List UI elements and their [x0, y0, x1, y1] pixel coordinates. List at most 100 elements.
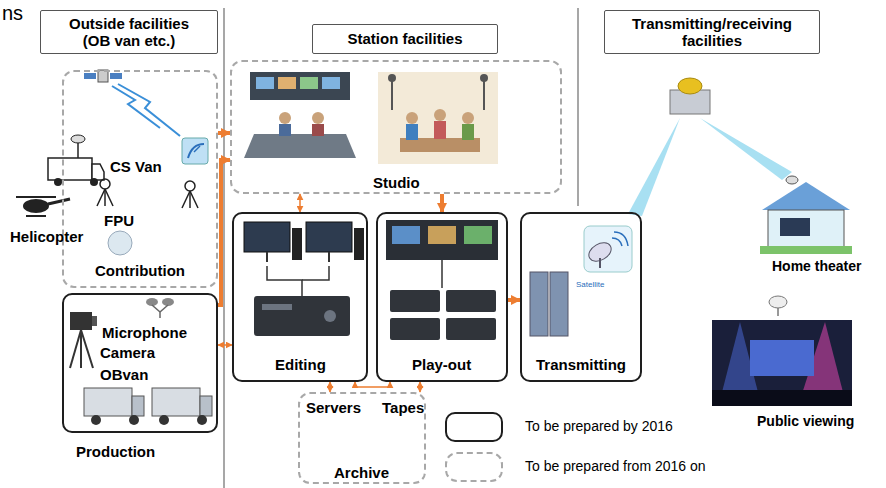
playout-equipment [446, 318, 496, 340]
flow-arrow [218, 131, 230, 135]
cs-van-icon [54, 178, 62, 186]
helicopter-icon [23, 199, 49, 213]
fpu-tripod [182, 191, 190, 208]
playout-equipment [386, 220, 498, 260]
ob-van-icon [129, 415, 139, 425]
uplink-icon [182, 138, 208, 164]
fpu-tripod [104, 189, 106, 206]
control-room-picture [244, 134, 356, 158]
camera-icon [70, 312, 92, 330]
ob-van-icon [91, 415, 101, 425]
editing-workstations [244, 222, 364, 336]
studio-set-picture [434, 121, 446, 139]
control-room-picture [250, 72, 350, 100]
playout-equipment [464, 226, 492, 244]
camera-icon [70, 312, 97, 368]
uplink-icon [188, 144, 204, 158]
section-heading: Outside facilities (OB van etc.) [54, 15, 204, 50]
editing-workstations [302, 266, 329, 280]
ob-van-icon [197, 415, 207, 425]
editing-workstations [306, 222, 352, 252]
section-header: Station facilities [312, 24, 498, 54]
facility-box: Editing [232, 212, 368, 382]
satellite-icon [110, 73, 122, 79]
node-label: Satellite [576, 280, 604, 289]
public-viewing-picture [777, 308, 779, 316]
radome-icon [108, 231, 132, 255]
uplink-icon [182, 138, 208, 164]
radio-link [112, 86, 160, 128]
helicopter-icon [48, 199, 70, 204]
cs-van-icon [77, 142, 79, 158]
flow-arrow [218, 344, 232, 346]
divider-lines [577, 8, 579, 206]
node-label: Studio [373, 174, 420, 191]
camera-icon [81, 330, 93, 368]
broadcast-satellite [678, 78, 702, 94]
cs-van-icon [48, 135, 104, 186]
studio-set-picture [400, 138, 480, 152]
fpu-tripod [189, 191, 191, 208]
studio-set-picture [462, 124, 474, 140]
editing-workstations [262, 304, 292, 310]
node-label: Production [76, 443, 155, 460]
studio-set-picture [406, 124, 418, 140]
text-label: ns [2, 2, 23, 25]
playout-equipment [441, 260, 443, 288]
microphone-icon [160, 305, 168, 312]
editing-workstations [244, 222, 290, 252]
divider-lines [223, 8, 225, 488]
broadcast-beams [628, 118, 680, 216]
text-label: Public viewing [757, 413, 854, 429]
camera-icon [92, 316, 97, 326]
editing-workstations [254, 296, 350, 336]
section-heading: Station facilities [347, 30, 462, 47]
home-theater-picture [760, 176, 852, 254]
playout-equipment [446, 290, 496, 312]
node-label: Tapes [382, 399, 424, 416]
fpu-tripod [100, 179, 110, 189]
microphone-icon [146, 298, 174, 318]
camera-icon [80, 330, 82, 368]
ob-van-icon [200, 396, 212, 416]
radio-link [118, 84, 180, 136]
studio-set-picture [378, 72, 498, 164]
editing-workstations [292, 228, 302, 260]
legend-swatch [445, 452, 503, 482]
studio-set-picture [480, 74, 488, 82]
control-room-picture [279, 112, 291, 124]
fpu-tripod [185, 181, 195, 191]
node-label: Editing [275, 356, 326, 373]
node-label: Contribution [95, 262, 185, 279]
control-room-picture [312, 124, 324, 136]
cs-van-icon [48, 158, 92, 180]
transmitter-equipment [530, 226, 632, 336]
playout-equipment [390, 318, 440, 340]
transmitter-equipment [599, 258, 601, 268]
editing-workstations [267, 266, 302, 296]
legend-swatch [445, 412, 503, 442]
flow-arrow [508, 298, 520, 302]
broadcast-beams [700, 118, 792, 180]
transmitter-equipment [550, 272, 568, 336]
cs-van-icon [71, 135, 85, 143]
ob-van-icon [152, 388, 200, 416]
studio-set-picture [406, 112, 418, 124]
playout-equipment [390, 290, 440, 312]
public-viewing-picture [712, 390, 852, 406]
editing-workstations [354, 228, 364, 260]
helicopter-icon [26, 215, 46, 217]
legend-text: To be prepared by 2016 [525, 418, 673, 434]
node-label: Archive [334, 464, 389, 481]
transmitter-equipment [614, 232, 628, 246]
home-theater-picture [762, 182, 850, 210]
home-theater-picture [780, 218, 810, 236]
public-viewing-picture [769, 296, 787, 308]
transmitter-equipment [612, 238, 622, 246]
broadcast-beams [628, 118, 792, 216]
facility-box: MicrophoneCameraOBvanProduction [62, 293, 218, 433]
home-theater-picture [760, 246, 852, 254]
transmitter-equipment [584, 226, 632, 272]
cs-van-icon [90, 178, 98, 186]
node-label: OBvan [100, 366, 148, 383]
